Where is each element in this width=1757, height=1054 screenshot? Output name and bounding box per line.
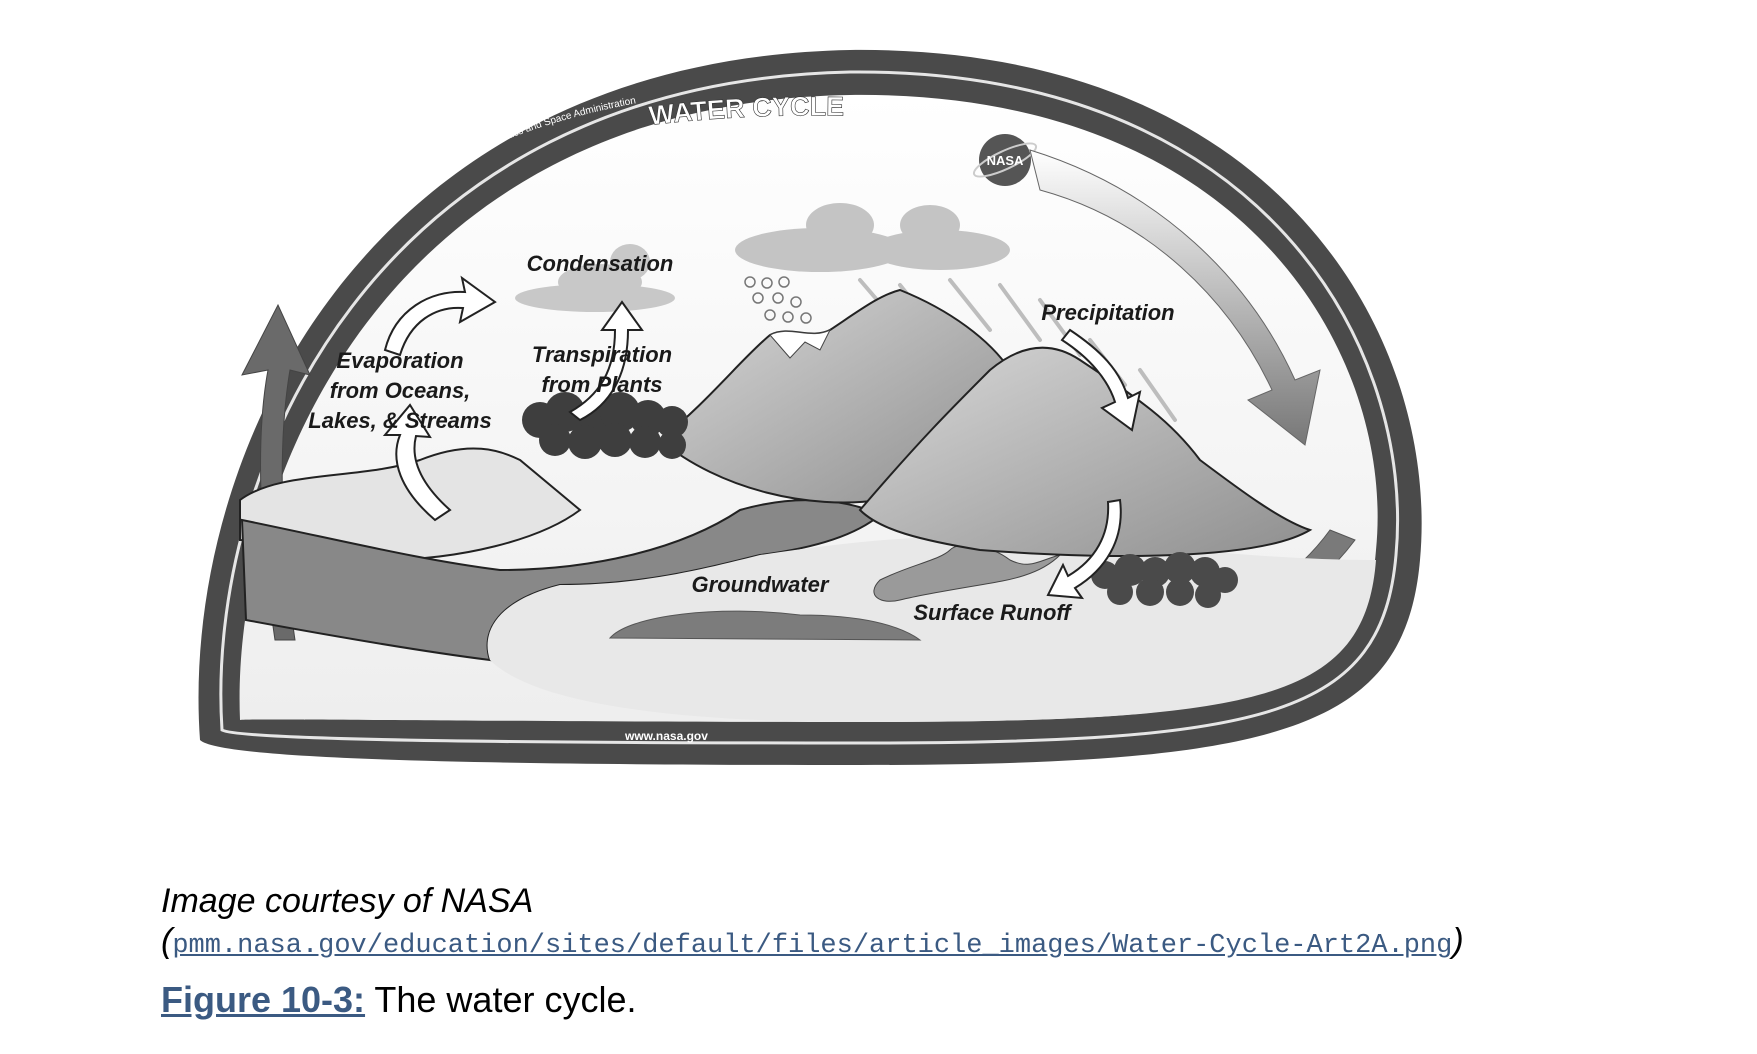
snow-cap bbox=[769, 328, 832, 359]
cloud-right bbox=[735, 203, 1010, 272]
water-cycle-diagram: CUT LINE National Aeronautics and Space … bbox=[198, 49, 1422, 766]
trees-forest-left bbox=[522, 392, 688, 459]
precipitation-arrow bbox=[1060, 328, 1142, 432]
figure-ref-link[interactable]: Figure 10-3: bbox=[161, 979, 366, 1020]
open-paren: ( bbox=[161, 922, 173, 960]
water-cycle-figure: CUT LINE National Aeronautics and Space … bbox=[160, 40, 1560, 870]
label-evaporation-line2: from Oceans, bbox=[330, 378, 471, 403]
cycle-arrow-top-right bbox=[1029, 149, 1321, 446]
close-paren: ) bbox=[1452, 922, 1464, 960]
label-surface-runoff: Surface Runoff bbox=[913, 600, 1073, 625]
evaporation-arrow-curve bbox=[383, 275, 497, 357]
label-evaporation-line1: Evaporation bbox=[336, 348, 463, 373]
runoff-arrow bbox=[1046, 498, 1122, 600]
svg-text:NASA: NASA bbox=[987, 153, 1024, 168]
evaporation-arrow-up bbox=[382, 403, 452, 522]
mountain-right bbox=[858, 346, 1313, 557]
label-transpiration-line1: Transpiration bbox=[532, 342, 672, 367]
groundwater-pool bbox=[608, 610, 922, 641]
nasa-logo: NASA bbox=[972, 134, 1038, 186]
source-url-link[interactable]: pmm.nasa.gov/education/sites/default/fil… bbox=[172, 931, 1453, 961]
cloud-condensation bbox=[515, 244, 675, 312]
trees-forest-right bbox=[1091, 552, 1238, 608]
snowflakes bbox=[744, 276, 812, 324]
label-condensation: Condensation bbox=[527, 251, 674, 276]
figure-title-line: Figure 10-3: The water cycle. bbox=[161, 979, 1661, 1021]
ring-inner-band bbox=[219, 70, 1400, 745]
figure-caption: Image courtesy of NASA (pmm.nasa.gov/edu… bbox=[161, 880, 1661, 1021]
source-url-line: (pmm.nasa.gov/education/sites/default/fi… bbox=[161, 922, 1661, 961]
transpiration-arrow bbox=[568, 300, 644, 422]
label-evaporation-line3: Lakes, & Streams bbox=[308, 408, 491, 433]
label-transpiration-line2: from Plants bbox=[541, 372, 662, 397]
label-precipitation: Precipitation bbox=[1041, 300, 1174, 325]
image-credit: Image courtesy of NASA bbox=[161, 882, 534, 920]
ring-bottom-url: www.nasa.gov bbox=[624, 729, 708, 743]
figure-title: The water cycle. bbox=[365, 979, 637, 1020]
label-groundwater: Groundwater bbox=[692, 572, 830, 597]
